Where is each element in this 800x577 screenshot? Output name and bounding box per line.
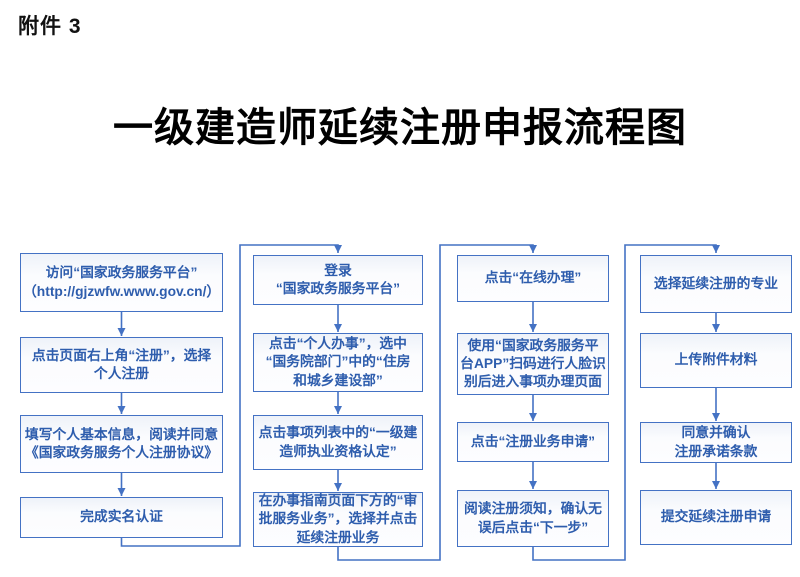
flow-step-label: 提交延续注册申请 [660,509,772,525]
flow-step-label: 在办事指南页面下方的“审 批服务业务”，选择并点击 延续注册业务 [258,493,418,545]
step-real-name-auth: 完成实名认证 [20,497,223,538]
flow-step-label: 访问“国家政务服务平台” （http://gjzwfw.www.gov.cn/） [23,265,221,299]
flow-step-label: 登录 “国家政务服务平台” [275,262,401,296]
flow-step-label: 填写个人基本信息，阅读并同意 《国家政务服务个人注册协议》 [24,426,219,460]
step-qualification-item: 点击事项列表中的“一级建 造师执业资格认定” [253,415,423,470]
flow-step-label: 阅读注册须知，确认无 误后点击“下一步” [464,501,602,535]
step-login-platform: 登录 “国家政务服务平台” [253,255,423,305]
flow-step-label: 点击页面右上角“注册”，选择 个人注册 [31,347,212,381]
step-confirm-commitment: 同意并确认 注册承诺条款 [640,422,792,463]
step-submit-application: 提交延续注册申请 [640,490,792,545]
step-read-notice-next: 阅读注册须知，确认无 误后点击“下一步” [457,490,609,547]
step-personal-register: 点击页面右上角“注册”，选择 个人注册 [20,337,223,393]
connector-col1-col2 [120,244,342,547]
flow-step-label: 点击事项列表中的“一级建 造师执业资格认定” [258,425,418,459]
flow-step-label: 完成实名认证 [80,509,163,525]
attachment-label: 附件 3 [18,15,82,38]
step-upload-attachments: 上传附件材料 [640,333,792,388]
step-online-handling: 点击“在线办理” [457,255,609,302]
flow-step-label: 点击“注册业务申请” [470,433,596,449]
flow-step-label: 同意并确认 注册承诺条款 [674,425,758,459]
step-app-face-recognition: 使用“国家政务服务平 台APP”扫码进行人脸识 别后进入事项办理页面 [457,333,609,395]
step-personal-affairs: 点击“个人办事”，选中 “国务院部门”中的“住房 和城乡建设部” [253,333,423,392]
flow-step-label: 点击“在线办理” [484,270,582,286]
page-title: 一级建造师延续注册申报流程图 [113,105,687,150]
flow-step-label: 选择延续注册的专业 [653,275,779,291]
connector-col3-col4 [532,244,720,561]
flow-step-label: 点击“个人办事”，选中 “国务院部门”中的“住房 和城乡建设部” [265,336,411,388]
step-registration-application: 点击“注册业务申请” [457,422,609,462]
step-select-major: 选择延续注册的专业 [640,255,792,313]
step-fill-basic-info: 填写个人基本信息，阅读并同意 《国家政务服务个人注册协议》 [20,415,223,473]
connector-col2-col3 [337,244,537,561]
flow-step-label: 使用“国家政务服务平 台APP”扫码进行人脸识 别后进入事项办理页面 [460,337,606,390]
step-select-renewal-service: 在办事指南页面下方的“审 批服务业务”，选择并点击 延续注册业务 [253,492,423,547]
flow-step-label: 上传附件材料 [674,352,758,368]
step-visit-platform: 访问“国家政务服务平台” （http://gjzwfw.www.gov.cn/） [20,253,223,312]
